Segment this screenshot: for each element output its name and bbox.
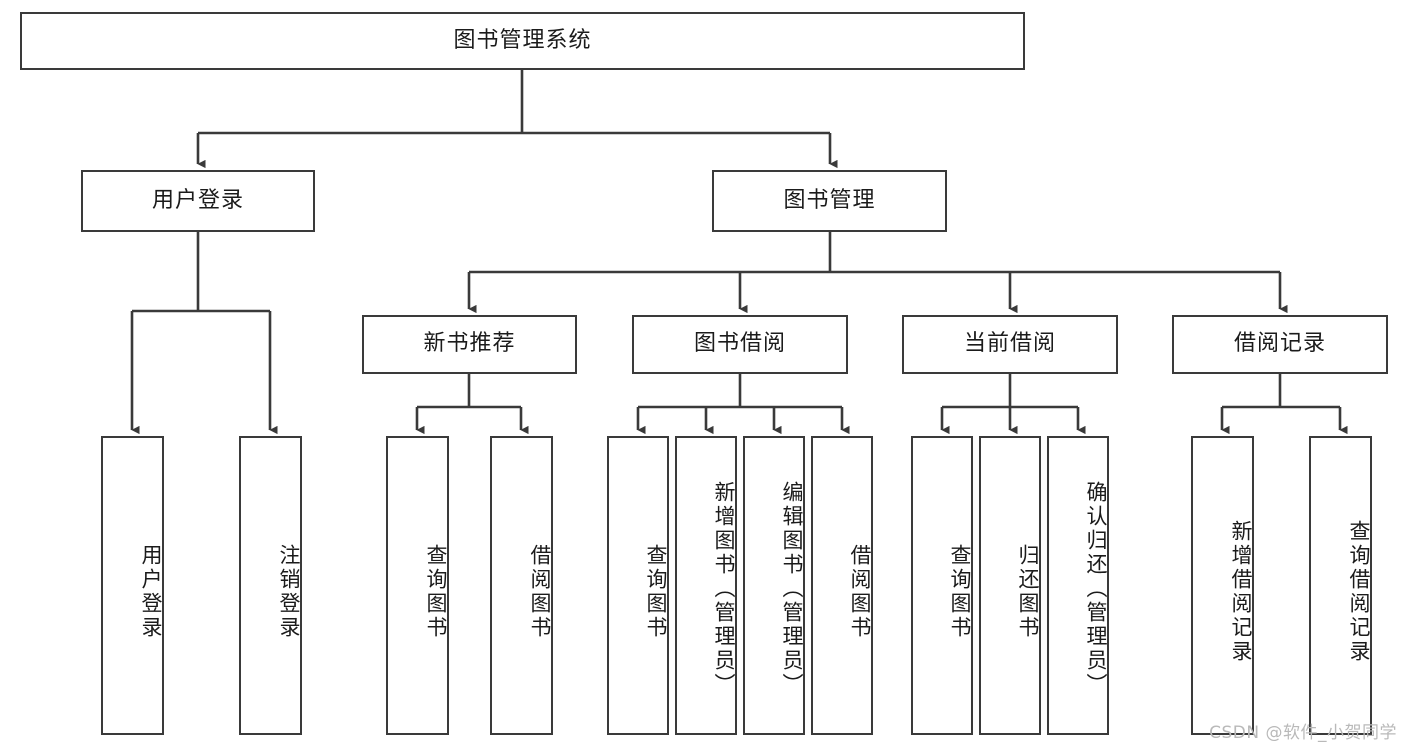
node-label: 图书管理系统 <box>453 27 592 53</box>
leaf-current-borrow-query-books[interactable]: 查询图书 <box>911 436 973 735</box>
node-book-management[interactable]: 图书管理 <box>712 170 947 232</box>
node-label: 图书借阅 <box>693 331 786 357</box>
node-label: 用户登录 <box>151 187 244 213</box>
node-label: 新增借阅记录 <box>1229 519 1253 664</box>
node-new-book-recommend[interactable]: 新书推荐 <box>362 315 577 374</box>
node-label: 当前借阅 <box>963 331 1056 357</box>
node-label: 归还图书 <box>1016 543 1040 640</box>
node-user-login[interactable]: 用户登录 <box>81 170 315 232</box>
node-book-borrow[interactable]: 图书借阅 <box>632 315 848 374</box>
node-label: 查询借阅记录 <box>1347 519 1371 664</box>
leaf-user-login-login[interactable]: 用户登录 <box>101 436 164 735</box>
leaf-book-borrow-query-books[interactable]: 查询图书 <box>607 436 669 735</box>
leaf-new-book-query-books[interactable]: 查询图书 <box>386 436 449 735</box>
node-label: 查询图书 <box>948 543 972 640</box>
leaf-book-borrow-add-book-admin[interactable]: 新增图书（管理员） <box>675 436 737 735</box>
leaf-current-borrow-confirm-return-admin[interactable]: 确认归还（管理员） <box>1047 436 1109 735</box>
node-label: 确认归还（管理员） <box>1084 480 1108 697</box>
node-label: 用户登录 <box>139 543 163 640</box>
node-label: 借阅图书 <box>528 543 552 640</box>
leaf-current-borrow-return-books[interactable]: 归还图书 <box>979 436 1041 735</box>
node-label: 编辑图书（管理员） <box>780 480 804 697</box>
node-label: 查询图书 <box>644 543 668 640</box>
node-label: 新增图书（管理员） <box>712 480 736 697</box>
node-label: 图书管理 <box>783 187 876 213</box>
node-root-book-management-system[interactable]: 图书管理系统 <box>20 12 1025 70</box>
leaf-book-borrow-edit-book-admin[interactable]: 编辑图书（管理员） <box>743 436 805 735</box>
node-current-borrow[interactable]: 当前借阅 <box>902 315 1118 374</box>
node-label: 借阅记录 <box>1233 331 1326 357</box>
csdn-watermark: CSDN @软件_小贺同学 <box>1209 723 1397 743</box>
leaf-book-borrow-borrow-books[interactable]: 借阅图书 <box>811 436 873 735</box>
node-borrow-record[interactable]: 借阅记录 <box>1172 315 1388 374</box>
leaf-user-login-logout[interactable]: 注销登录 <box>239 436 302 735</box>
node-label: 新书推荐 <box>423 331 516 357</box>
node-label: 借阅图书 <box>848 543 872 640</box>
leaf-borrow-record-query-record[interactable]: 查询借阅记录 <box>1309 436 1372 735</box>
node-label: 查询图书 <box>424 543 448 640</box>
leaf-new-book-borrow-books[interactable]: 借阅图书 <box>490 436 553 735</box>
leaf-borrow-record-add-record[interactable]: 新增借阅记录 <box>1191 436 1254 735</box>
node-label: 注销登录 <box>277 543 301 640</box>
